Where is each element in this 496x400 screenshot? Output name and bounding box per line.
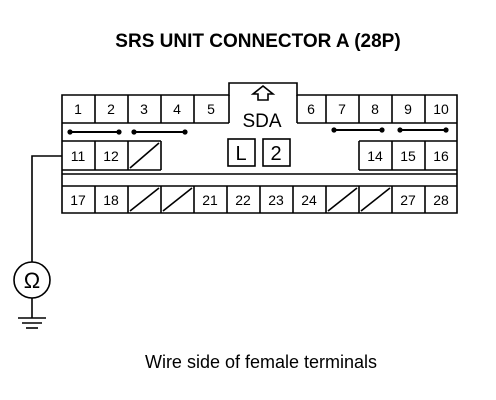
arrow-up-outline-icon [250,84,276,101]
short-bar-dots [67,127,449,135]
two-label-box [262,138,291,167]
pin-28: 28 [433,192,449,208]
pin-10: 10 [433,101,449,117]
pin-8: 8 [371,101,379,117]
short-bar-dot [331,127,337,133]
empty-cavity-slash [129,187,160,212]
pin-11: 11 [71,148,86,164]
short-bar-dot [379,127,385,133]
pin-14: 14 [367,148,383,164]
diagram-caption: Wire side of female terminals [145,352,377,372]
pin-17: 17 [70,192,86,208]
empty-cavity-slash [129,142,160,169]
pin-6: 6 [307,101,315,117]
empty-cavity-slash [162,187,193,212]
short-bar-dot [397,127,403,133]
diagram-title: SRS UNIT CONNECTOR A (28P) [115,31,400,52]
l-label: L [235,143,246,165]
pin-22: 22 [235,192,251,208]
empty-cavity-slash [327,187,358,212]
pin-7: 7 [338,101,346,117]
sda-label: SDA [242,111,281,132]
short-bar-dot [131,129,137,135]
ohm-icon: Ω [24,268,40,293]
test-lead-wire [31,155,62,262]
short-bar-dot [182,129,188,135]
pin-1: 1 [74,101,82,117]
pin-24: 24 [301,192,317,208]
pin-12: 12 [103,148,119,164]
pin-21: 21 [202,192,218,208]
two-label: 2 [270,143,281,165]
l-label-box [227,138,256,167]
pin-3: 3 [140,101,148,117]
pin-15: 15 [400,148,416,164]
short-bar-dot [116,129,122,135]
pin-9: 9 [404,101,412,117]
pin-16: 16 [433,148,449,164]
ground-icon [18,298,46,329]
short-bar-dot [443,127,449,133]
pin-27: 27 [400,192,416,208]
pin-4: 4 [173,101,181,117]
pin-2: 2 [107,101,115,117]
pin-18: 18 [103,192,119,208]
pin-23: 23 [268,192,284,208]
short-bar-dot [67,129,73,135]
empty-cavity-slash [360,187,391,212]
pin-5: 5 [207,101,215,117]
